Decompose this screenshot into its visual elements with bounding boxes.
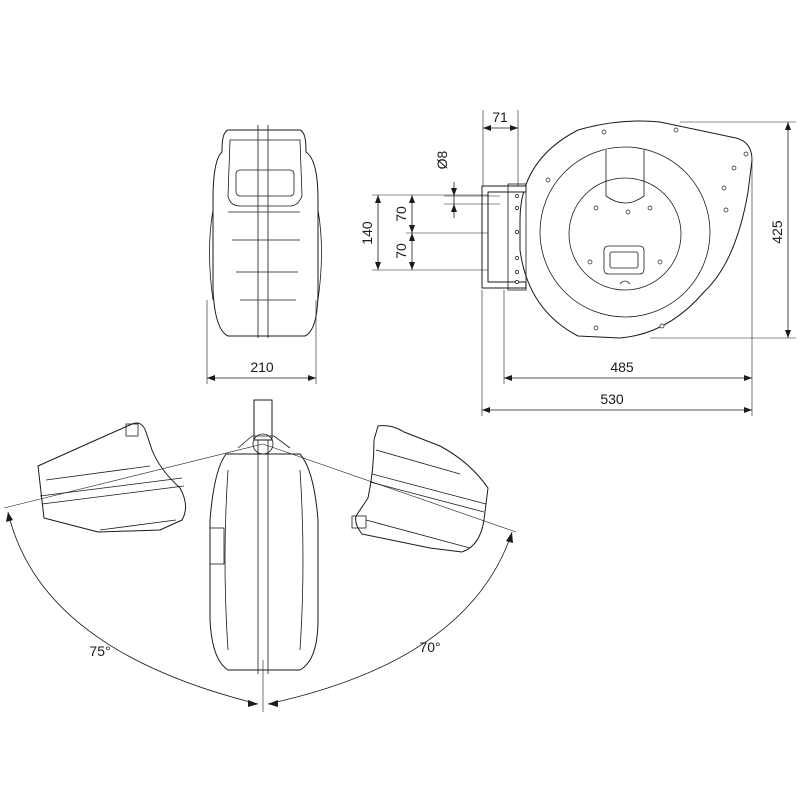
front-view-reel — [209, 125, 322, 338]
angle-right-label: 70° — [419, 639, 440, 655]
dimension-485: 485 — [503, 160, 753, 384]
dimension-70-top-label: 70 — [393, 206, 409, 222]
dimension-425-label: 425 — [769, 220, 785, 244]
dimension-70-bottom-label: 70 — [393, 243, 409, 259]
dimension-d8: Ø8 — [434, 150, 500, 218]
dimension-d8-label: Ø8 — [434, 150, 450, 169]
angle-arc-right: 70° — [267, 531, 513, 707]
swivel-left-reel — [37, 422, 186, 533]
dimension-140-group: 140 70 70 — [359, 194, 488, 271]
dimension-210: 210 — [206, 300, 317, 384]
dimension-425: 425 — [650, 121, 796, 339]
dimension-71-label: 71 — [492, 109, 508, 125]
swivel-center-reel — [209, 440, 319, 674]
angle-left-label: 75° — [89, 643, 110, 659]
dimension-485-label: 485 — [610, 359, 634, 375]
dimension-530: 530 — [481, 290, 753, 416]
side-view-reel — [481, 120, 753, 339]
dimension-210-label: 210 — [250, 359, 274, 375]
swivel-angle-lines — [3, 443, 517, 712]
dimension-140-label: 140 — [359, 221, 375, 245]
dimension-71: 71 — [482, 109, 519, 186]
swivel-bracket — [237, 399, 291, 455]
angle-arc-left: 75° — [6, 511, 259, 707]
swivel-right-reel — [351, 425, 489, 553]
dimension-530-label: 530 — [600, 391, 624, 407]
